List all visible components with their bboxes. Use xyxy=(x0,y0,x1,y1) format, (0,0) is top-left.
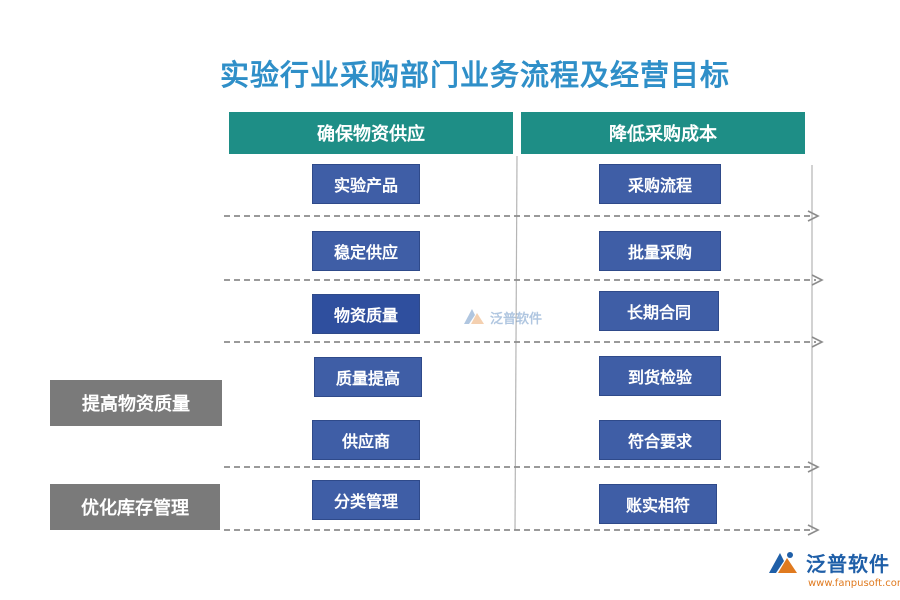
left-box-category-management: 分类管理 xyxy=(312,480,420,520)
arrowhead-1 xyxy=(807,210,820,222)
brand-logo: 泛普软件 xyxy=(766,548,890,577)
right-box-bulk-purchase: 批量采购 xyxy=(599,231,721,271)
right-box-account-matches-stock: 账实相符 xyxy=(599,484,717,524)
right-box-meets-requirements: 符合要求 xyxy=(599,420,721,460)
arrowhead-3 xyxy=(811,336,824,348)
watermark: 泛普软件 xyxy=(462,306,542,328)
column-divider xyxy=(514,155,518,531)
left-box-experiment-products: 实验产品 xyxy=(312,164,420,204)
fanpu-logo-icon xyxy=(769,551,797,573)
right-box-arrival-inspection: 到货检验 xyxy=(599,356,721,396)
arrowhead-5 xyxy=(807,524,820,536)
column-header-ensure-supply: 确保物资供应 xyxy=(229,112,513,154)
left-box-quality-improvement: 质量提高 xyxy=(314,357,422,397)
logo-brand-text: 泛普软件 xyxy=(806,552,890,576)
side-label-optimize-inventory: 优化库存管理 xyxy=(50,484,220,530)
fanpu-logo-icon xyxy=(464,309,484,324)
left-box-supplier: 供应商 xyxy=(312,420,420,460)
column-header-reduce-cost: 降低采购成本 xyxy=(521,112,805,154)
left-box-stable-supply: 稳定供应 xyxy=(312,231,420,271)
arrowhead-4 xyxy=(807,461,820,473)
right-box-long-term-contract: 长期合同 xyxy=(599,291,719,331)
logo-url[interactable]: www.fanpusoft.com xyxy=(808,578,900,589)
diagram-title: 实验行业采购部门业务流程及经营目标 xyxy=(219,58,730,92)
side-label-improve-quality: 提高物资质量 xyxy=(50,380,222,426)
right-box-procurement-process: 采购流程 xyxy=(599,164,721,204)
arrowhead-2 xyxy=(811,274,824,286)
left-box-material-quality: 物资质量 xyxy=(312,294,420,334)
watermark-brand: 泛普软件 xyxy=(490,311,543,327)
